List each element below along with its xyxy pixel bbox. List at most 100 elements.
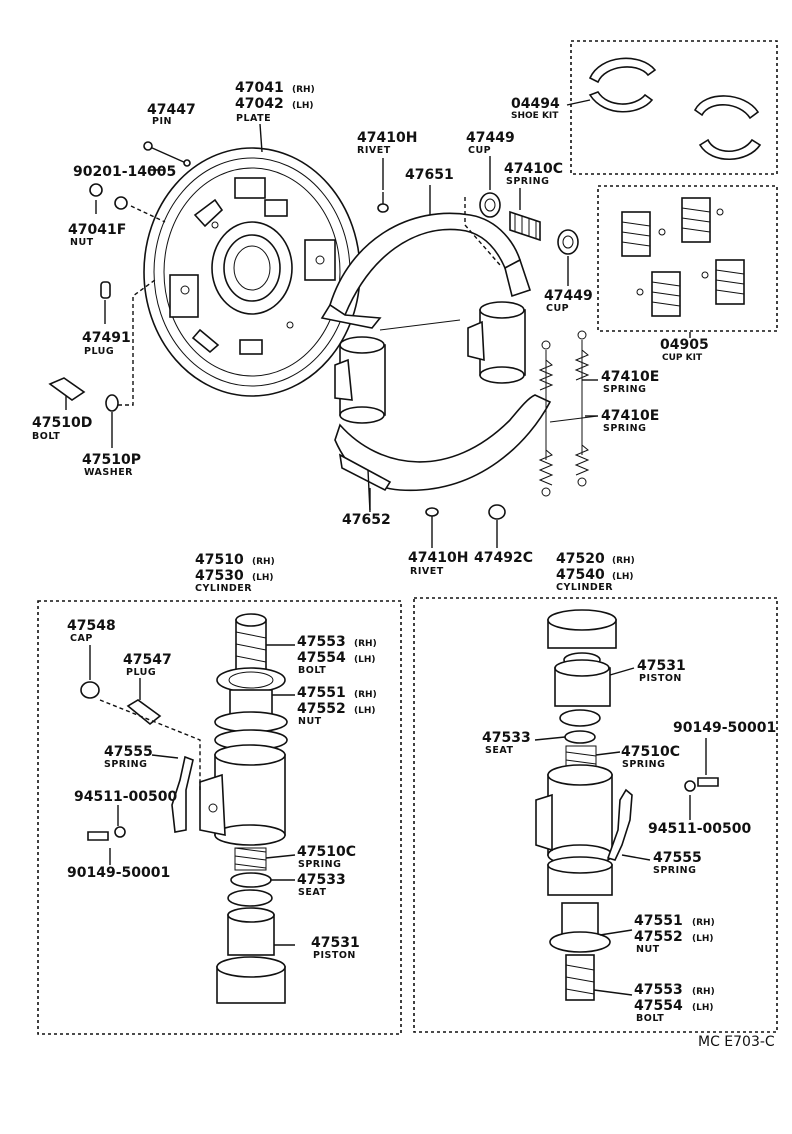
label-cup-mid-name: CUP	[546, 303, 569, 314]
label-lc-spring-c-name: SPRING	[298, 859, 341, 870]
label-rc-spring-c: 47510C	[621, 744, 680, 760]
label-rc-piston: 47531	[637, 658, 686, 674]
rivet-bottom-part	[425, 504, 506, 528]
label-rc-h1: 47520	[556, 551, 605, 567]
label-plate-rh-side: (RH)	[292, 85, 315, 95]
label-rc-90149: 90149-50001	[673, 720, 776, 736]
label-lc-cap: 47548	[67, 618, 116, 634]
label-rc-nut2: 47552	[634, 929, 683, 945]
label-spring-top: 47410C	[504, 161, 563, 177]
label-rc-h2: 47540	[556, 567, 605, 583]
label-lc-nut-name: NUT	[298, 716, 322, 727]
label-plug: 47491	[82, 330, 131, 346]
label-lc-seat-name: SEAT	[298, 887, 326, 898]
label-rc-bolt-name: BOLT	[636, 1013, 664, 1024]
label-rivet-top-name: RIVET	[357, 145, 391, 156]
label-rc-nut2-side: (LH)	[692, 934, 714, 944]
label-lc-nut1-side: (RH)	[354, 690, 377, 700]
label-lc-bolt1-side: (RH)	[354, 639, 377, 649]
wheel-cylinder-left	[334, 336, 386, 424]
label-47492c: 47492C	[474, 550, 533, 566]
label-rivet-bot: 47410H	[408, 550, 468, 566]
label-shoe-upper: 47651	[405, 167, 454, 183]
label-lc-bolt-name: BOLT	[298, 665, 326, 676]
brake-shoe-upper	[320, 212, 532, 331]
label-rc-seat-name: SEAT	[485, 745, 513, 756]
cup-kit-parts	[621, 197, 745, 317]
label-plate-lh-side: (LH)	[292, 101, 314, 111]
label-rivet-top: 47410H	[357, 130, 417, 146]
brake-shoe-lower	[334, 394, 552, 513]
label-90201: 90201-14005	[73, 164, 176, 180]
labels-top: 47041 (RH) 47042 (LH) PLATE 47447 PIN 90…	[32, 80, 709, 577]
label-plate-rh: 47041	[235, 80, 284, 96]
label-lc-94511: 94511-00500	[74, 789, 177, 805]
label-lc-h1: 47510	[195, 552, 244, 568]
label-lc-plug-name: PLUG	[126, 667, 156, 678]
label-shoe-kit-name: SHOE KIT	[511, 111, 559, 121]
label-spring-top-name: SPRING	[506, 176, 549, 187]
label-rc-spring-c-name: SPRING	[622, 759, 665, 770]
label-lc-bolt1: 47553	[297, 634, 346, 650]
cup-spring-top	[464, 192, 579, 266]
label-cup-kit: 04905	[660, 337, 709, 353]
label-shoe-kit: 04494	[511, 96, 560, 112]
label-plate-lh: 47042	[235, 96, 284, 112]
rivet-top-part	[377, 192, 389, 213]
label-rc-piston-name: PISTON	[639, 673, 682, 684]
right-cylinder-exploded	[535, 609, 719, 1001]
label-spring-e2: 47410E	[601, 408, 659, 424]
label-lc-spring: 47555	[104, 744, 153, 760]
label-shoe-lower: 47652	[342, 512, 391, 528]
backing-plate	[143, 147, 361, 397]
label-washer-name: WASHER	[84, 467, 133, 478]
pin-part	[143, 141, 191, 167]
label-lc-nut1: 47551	[297, 685, 346, 701]
label-lc-90149: 90149-50001	[67, 865, 170, 881]
label-washer: 47510P	[82, 452, 141, 468]
left-cylinder-exploded	[80, 613, 288, 1004]
label-rc-h2-side: (LH)	[612, 572, 634, 582]
label-plate-name: PLATE	[236, 113, 271, 124]
label-lc-plug: 47547	[123, 652, 172, 668]
shoe-kit-parts	[588, 57, 762, 161]
label-rc-name: CYLINDER	[556, 582, 613, 593]
label-lc-seat: 47533	[297, 872, 346, 888]
label-rc-94511: 94511-00500	[648, 821, 751, 837]
nut-washer-parts	[48, 183, 166, 412]
label-rc-bolt2: 47554	[634, 998, 683, 1014]
label-bolt-name: BOLT	[32, 431, 60, 442]
label-spring-e1-name: SPRING	[603, 384, 646, 395]
left-cylinder-box	[37, 600, 402, 1035]
label-lc-nut2-side: (LH)	[354, 706, 376, 716]
label-lc-spring-c: 47510C	[297, 844, 356, 860]
shoe-kit-box	[570, 40, 778, 175]
label-lc-cap-name: CAP	[70, 633, 93, 644]
label-spring-e1: 47410E	[601, 369, 659, 385]
label-rc-bolt1: 47553	[634, 982, 683, 998]
drawing-reference: MC E703-C	[698, 1034, 775, 1050]
label-plug-name: PLUG	[84, 346, 114, 357]
label-lc-bolt2: 47554	[297, 650, 346, 666]
label-lc-piston-name: PISTON	[313, 950, 356, 961]
label-spring-e2-name: SPRING	[603, 423, 646, 434]
label-rc-bolt2-side: (LH)	[692, 1003, 714, 1013]
labels-left-cylinder: 47510 (RH) 47530 (LH) CYLINDER 47548 CAP…	[67, 552, 377, 961]
label-lc-name: CYLINDER	[195, 583, 252, 594]
label-rc-h1-side: (RH)	[612, 556, 635, 566]
label-lc-bolt2-side: (LH)	[354, 655, 376, 665]
label-rc-nut1: 47551	[634, 913, 683, 929]
label-lc-nut2: 47552	[297, 701, 346, 717]
label-nut-name: NUT	[70, 237, 94, 248]
label-cup-top-name: CUP	[468, 145, 491, 156]
label-pin-name: PIN	[152, 116, 172, 127]
label-rc-nut1-side: (RH)	[692, 918, 715, 928]
label-lc-h1-side: (RH)	[252, 557, 275, 567]
label-bolt: 47510D	[32, 415, 92, 431]
label-cup-kit-name: CUP KIT	[662, 353, 703, 363]
label-rc-seat: 47533	[482, 730, 531, 746]
leader-lines	[65, 99, 707, 996]
label-rc-nut-name: NUT	[636, 944, 660, 955]
label-rc-spring-name: SPRING	[653, 865, 696, 876]
